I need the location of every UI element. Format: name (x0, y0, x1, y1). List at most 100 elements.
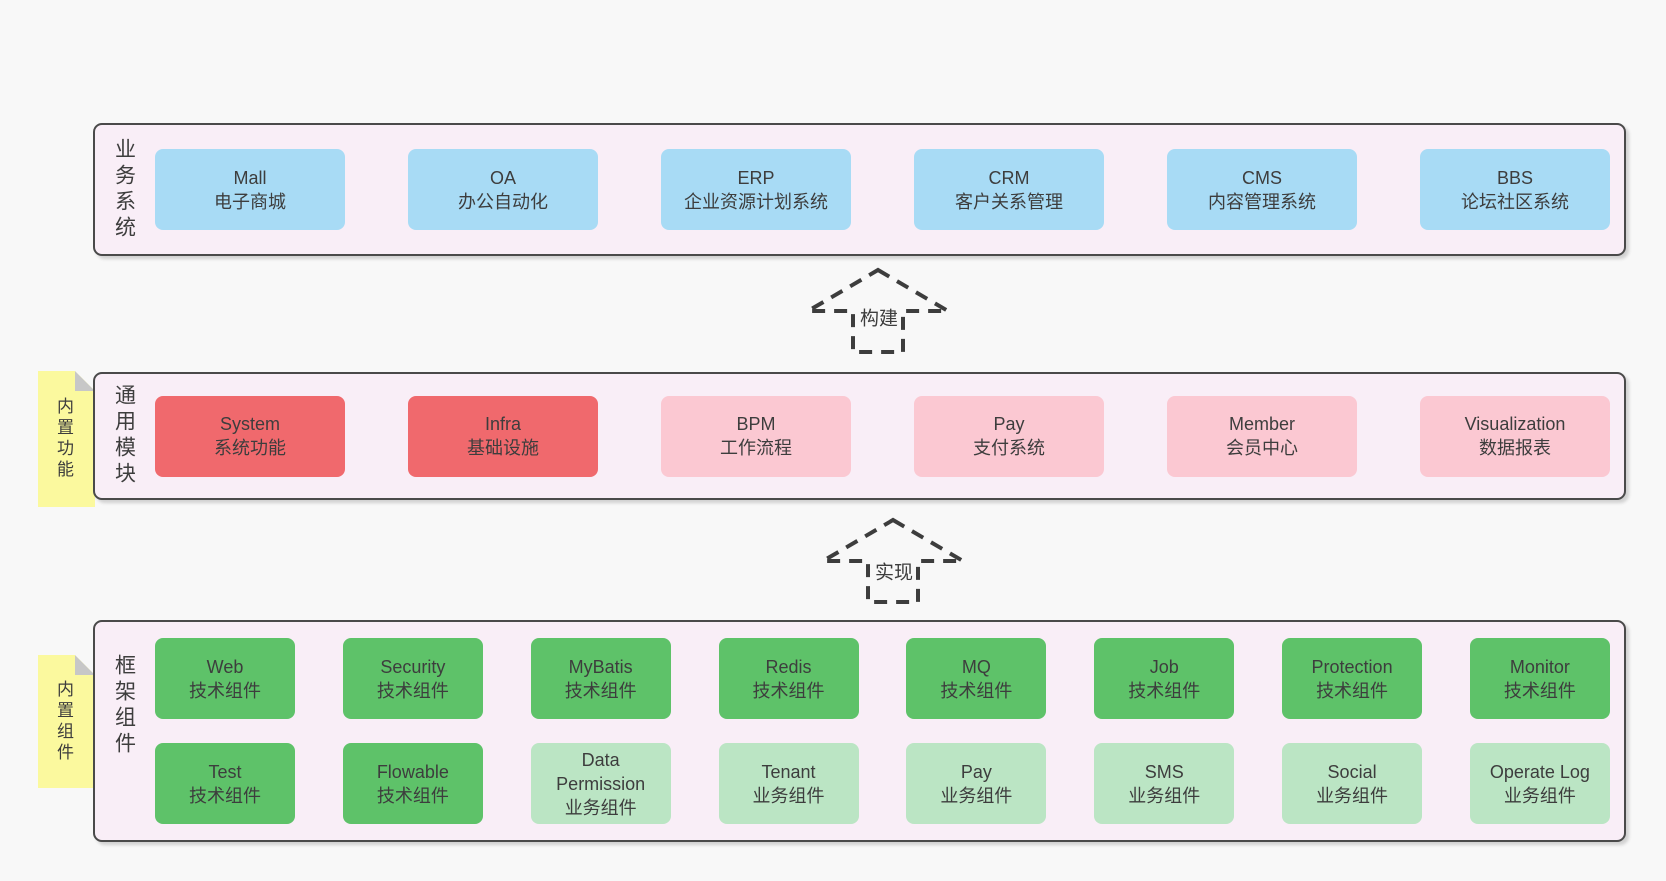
layer-framework-components: 框架组件 Web 技术组件 Security 技术组件 MyBatis 技术组件… (93, 620, 1626, 842)
note-label: 内置组件 (54, 679, 73, 764)
layer-content: System 系统功能 Infra 基础设施 BPM 工作流程 Pay 支付系统… (153, 374, 1624, 498)
box-mybatis: MyBatis 技术组件 (530, 638, 671, 719)
box-title: Mall (233, 167, 267, 188)
box-system: System 系统功能 (155, 395, 345, 477)
box-subtitle: 会员中心 (1226, 438, 1298, 458)
box-operate-log: Operate Log 业务组件 (1469, 743, 1610, 824)
box-subtitle: 办公自动化 (458, 191, 548, 212)
box-pay-component: Pay 业务组件 (906, 743, 1047, 824)
box-subtitle: 技术组件 (940, 680, 1013, 701)
box-title: Flowable (376, 761, 449, 782)
box-title: System (219, 414, 280, 434)
box-row: Test 技术组件 Flowable 技术组件 Data Permission … (155, 743, 1610, 824)
sticky-note-built-in-components: 内置组件 (38, 655, 95, 788)
box-security: Security 技术组件 (342, 638, 483, 719)
box-tenant: Tenant 业务组件 (718, 743, 859, 824)
layer-content: Web 技术组件 Security 技术组件 MyBatis 技术组件 Redi… (153, 622, 1624, 840)
layer-side-label: 业务系统 (95, 125, 153, 254)
box-test: Test 技术组件 (155, 743, 295, 824)
box-subtitle: 业务组件 (564, 797, 637, 818)
box-subtitle: 业务组件 (940, 785, 1013, 806)
box-subtitle: 论坛社区系统 (1461, 191, 1569, 212)
box-title: Monitor (1509, 656, 1570, 677)
box-web: Web 技术组件 (155, 638, 295, 719)
box-protection: Protection 技术组件 (1282, 638, 1423, 719)
box-pay-system: Pay 支付系统 (914, 395, 1104, 477)
layer-title: 通用模块 (112, 384, 136, 488)
box-subtitle: 业务组件 (1316, 785, 1389, 806)
box-row: Web 技术组件 Security 技术组件 MyBatis 技术组件 Redi… (155, 638, 1610, 719)
layer-title: 业务系统 (112, 137, 136, 242)
box-title: Data Permission (556, 749, 646, 794)
box-row: System 系统功能 Infra 基础设施 BPM 工作流程 Pay 支付系统… (155, 395, 1610, 477)
box-subtitle: 技术组件 (1503, 680, 1576, 701)
box-row: Mall 电子商城 OA 办公自动化 ERP 企业资源计划系统 CRM 客户关系… (155, 149, 1610, 230)
box-monitor: Monitor 技术组件 (1469, 638, 1610, 719)
note-label: 内置功能 (54, 397, 73, 481)
layer-title: 框架组件 (112, 654, 136, 758)
box-subtitle: 技术组件 (752, 680, 825, 701)
note-fold-icon (75, 655, 95, 675)
box-title: SMS (1144, 761, 1184, 782)
box-bpm: BPM 工作流程 (661, 395, 851, 477)
layer-business-systems: 业务系统 Mall 电子商城 OA 办公自动化 ERP 企业资源计划系统 CRM… (93, 123, 1626, 256)
box-title: CRM (988, 167, 1030, 188)
box-title: Tenant (761, 761, 816, 782)
arrow-up-implement-icon (820, 517, 966, 604)
box-visualization: Visualization 数据报表 (1420, 395, 1610, 477)
box-title: OA (489, 167, 516, 188)
layer-content: Mall 电子商城 OA 办公自动化 ERP 企业资源计划系统 CRM 客户关系… (153, 125, 1624, 254)
box-oa: OA 办公自动化 (408, 149, 598, 230)
box-title: Pay (960, 761, 992, 782)
box-job: Job 技术组件 (1094, 638, 1235, 719)
box-title: CMS (1242, 167, 1282, 188)
box-title: Social (1327, 761, 1377, 782)
box-title: BBS (1496, 167, 1534, 188)
box-title: Operate Log (1489, 761, 1590, 782)
layer-side-label: 框架组件 (95, 622, 153, 840)
box-cms: CMS 内容管理系统 (1167, 149, 1357, 230)
box-subtitle: 业务组件 (1503, 785, 1576, 806)
box-title: MQ (961, 656, 991, 677)
box-subtitle: 技术组件 (1128, 680, 1201, 701)
arrow-up-build-icon (805, 267, 951, 354)
box-member: Member 会员中心 (1167, 395, 1357, 477)
box-title: Protection (1311, 656, 1393, 677)
box-title: BPM (736, 414, 776, 434)
box-subtitle: 技术组件 (564, 680, 637, 701)
box-subtitle: 技术组件 (189, 785, 261, 806)
box-subtitle: 企业资源计划系统 (684, 191, 828, 212)
layer-common-modules: 通用模块 System 系统功能 Infra 基础设施 BPM 工作流程 Pay… (93, 372, 1626, 500)
box-subtitle: 技术组件 (376, 680, 449, 701)
box-subtitle: 技术组件 (1316, 680, 1389, 701)
arrow-build-label: 构建 (856, 302, 902, 332)
box-subtitle: 技术组件 (189, 680, 261, 701)
box-subtitle: 基础设施 (467, 438, 539, 458)
box-subtitle: 技术组件 (376, 785, 449, 806)
box-subtitle: 内容管理系统 (1208, 191, 1316, 212)
box-subtitle: 业务组件 (1128, 785, 1201, 806)
box-infra: Infra 基础设施 (408, 395, 598, 477)
box-title: Test (208, 761, 242, 782)
note-fold-icon (75, 371, 95, 391)
box-title: Infra (484, 414, 522, 434)
box-mall: Mall 电子商城 (155, 149, 345, 230)
sticky-note-built-in-functions: 内置功能 (38, 371, 95, 507)
box-data-permission: Data Permission 业务组件 (530, 743, 671, 824)
box-subtitle: 系统功能 (214, 438, 286, 458)
box-bbs: BBS 论坛社区系统 (1420, 149, 1610, 230)
box-title: Security (380, 656, 446, 677)
box-redis: Redis 技术组件 (718, 638, 859, 719)
box-subtitle: 支付系统 (973, 438, 1045, 458)
box-title: Pay (993, 414, 1025, 434)
box-sms: SMS 业务组件 (1094, 743, 1235, 824)
box-social: Social 业务组件 (1282, 743, 1423, 824)
box-mq: MQ 技术组件 (906, 638, 1047, 719)
box-title: Web (206, 656, 244, 677)
box-title: Member (1228, 414, 1295, 434)
box-flowable: Flowable 技术组件 (342, 743, 483, 824)
box-title: Redis (765, 656, 812, 677)
box-title: Visualization (1464, 414, 1566, 434)
arrow-implement-label: 实现 (871, 556, 917, 586)
